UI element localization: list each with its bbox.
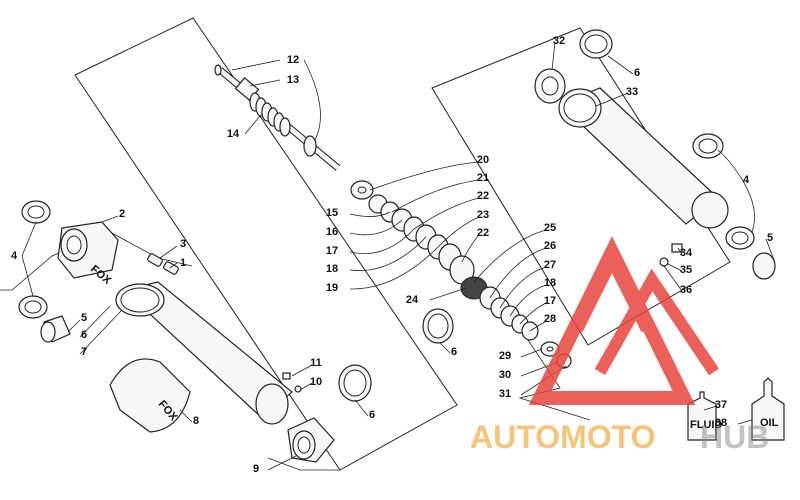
callout-c29: 29 (499, 350, 511, 362)
reservoir-cap-ring (534, 29, 613, 104)
callout-c17b: 17 (544, 295, 556, 307)
callout-c30: 30 (499, 369, 511, 381)
grease-fittings (147, 253, 179, 275)
bump-stop-spring (249, 92, 291, 137)
callout-c33: 33 (626, 86, 638, 98)
callout-c13: 13 (287, 74, 299, 86)
callout-c28: 28 (544, 313, 556, 325)
reservoir-bushings (692, 133, 776, 280)
callout-c6c: 6 (451, 346, 457, 358)
callout-c16: 16 (326, 226, 338, 238)
reservoir-valve-parts (659, 243, 683, 267)
callout-c32: 32 (553, 35, 565, 47)
callout-c14: 14 (227, 128, 240, 140)
shock-body (115, 281, 293, 425)
callout-c11: 11 (310, 357, 322, 369)
callout-c8: 8 (193, 415, 199, 427)
callout-c10: 10 (310, 376, 322, 388)
callout-c38: 38 (715, 417, 727, 429)
callout-c25: 25 (544, 222, 556, 234)
seal-ring-middle (422, 308, 454, 344)
callout-c37: 37 (715, 399, 727, 411)
callout-c5l: 5 (81, 312, 87, 324)
callout-layer: 1213142314567891110620212223221516171819… (11, 35, 773, 475)
callout-c6l: 6 (81, 329, 87, 341)
watermark-text-hub: HUB (700, 419, 769, 455)
callout-c18a: 18 (326, 263, 338, 275)
reservoir-group-outline (431, 27, 731, 346)
callout-c6d: 6 (634, 67, 640, 79)
callout-c5r: 5 (767, 232, 773, 244)
callout-c34: 34 (680, 247, 693, 259)
callout-c4r: 4 (743, 174, 750, 186)
oil-bottle: OIL (751, 377, 785, 441)
eyelet-bushing-left (18, 200, 71, 343)
lower-group-outline-2 (267, 457, 340, 471)
reservoir-body (558, 87, 729, 229)
lower-eyelet (287, 417, 335, 463)
callout-c23: 23 (477, 209, 489, 221)
callout-c36: 36 (680, 284, 692, 296)
watermark-text-automoto: AUTOMOTO (470, 419, 655, 455)
callout-c26: 26 (544, 240, 556, 252)
fluid-bottle: FLUID (687, 391, 722, 441)
callout-c7: 7 (81, 346, 87, 358)
seal-ring-lower (338, 364, 372, 402)
callout-c12: 12 (287, 54, 299, 66)
callout-c4l: 4 (11, 250, 18, 262)
callout-c22a: 22 (477, 190, 489, 202)
callout-c19: 19 (326, 282, 338, 294)
callout-c2: 2 (119, 208, 125, 220)
callout-c1: 1 (180, 257, 186, 269)
callout-c21: 21 (477, 172, 489, 184)
callout-c6b: 6 (369, 409, 375, 421)
leader-lines (21, 41, 775, 471)
callout-c31: 31 (499, 388, 511, 400)
callout-c24: 24 (406, 294, 419, 306)
callout-c9: 9 (253, 463, 259, 475)
callout-c20: 20 (477, 154, 489, 166)
upper-eyelet: FOX (57, 221, 119, 287)
fox-decal-sleeve: FOX (109, 358, 191, 433)
callout-c15: 15 (326, 207, 338, 219)
oil-label: OIL (760, 417, 779, 429)
callout-c22b: 22 (477, 227, 489, 239)
callout-c18b: 18 (544, 277, 556, 289)
shock-body-group-outline (74, 17, 458, 471)
shock-shaft (214, 64, 341, 171)
callout-c17a: 17 (326, 245, 338, 257)
callout-c3: 3 (180, 238, 186, 250)
watermark-logo: AUTOMOTO HUB (470, 236, 769, 455)
callout-c27: 27 (544, 259, 556, 271)
fluid-label: FLUID (690, 419, 722, 431)
callout-c35: 35 (680, 264, 692, 276)
